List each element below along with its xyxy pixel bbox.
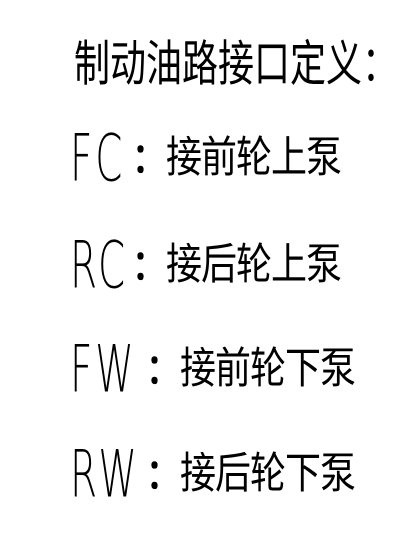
colon-separator: ： (132, 242, 166, 290)
port-description: 接后轮下泵 (180, 449, 356, 499)
definition-row-fw: FW ： 接前轮下泵 (70, 316, 356, 424)
port-code: RC (70, 227, 128, 304)
port-description: 接前轮下泵 (180, 344, 356, 394)
port-code: RW (70, 436, 140, 513)
page-title: 制动油路接口定义： (74, 37, 399, 93)
port-description: 接后轮上泵 (166, 240, 342, 290)
definition-row-fc: FC ： 接前轮上泵 (70, 105, 342, 213)
definition-row-rw: RW ： 接后轮下泵 (70, 421, 356, 529)
colon-separator: ： (146, 346, 180, 394)
port-code: FW (70, 331, 137, 408)
definition-row-rc: RC ： 接后轮上泵 (70, 212, 342, 320)
colon-separator: ： (146, 451, 180, 499)
port-code: FC (70, 120, 126, 197)
colon-separator: ： (132, 135, 166, 183)
port-description: 接前轮上泵 (166, 133, 342, 183)
